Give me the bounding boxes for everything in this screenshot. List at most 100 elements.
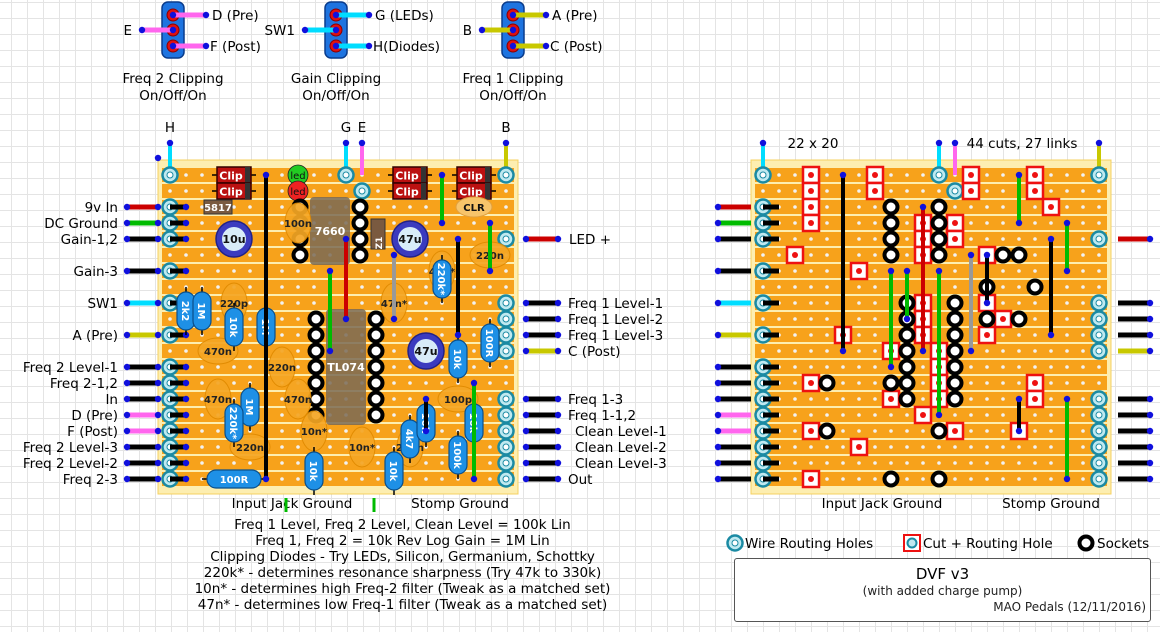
copper-strip	[755, 456, 1107, 470]
pad-dot	[438, 171, 446, 179]
board-hole	[504, 205, 508, 209]
board-hole	[761, 253, 765, 257]
pad-dot	[1063, 219, 1071, 227]
pad-dot	[154, 299, 162, 307]
board-hole	[440, 381, 444, 385]
copper-strip	[755, 280, 1107, 294]
cut-marker-dot	[952, 220, 958, 226]
right-label: Clean Level-2	[575, 440, 667, 456]
board-hole	[280, 429, 284, 433]
board-hole	[809, 253, 813, 257]
pad-dot	[182, 267, 190, 275]
board-hole	[200, 413, 204, 417]
socket-icon	[1077, 534, 1095, 552]
board-hole	[440, 461, 444, 465]
board-hole	[937, 189, 941, 193]
board-hole	[873, 445, 877, 449]
pad-dot	[919, 203, 927, 211]
left-label: F (Post)	[67, 424, 118, 440]
board-hole	[809, 301, 813, 305]
board-hole	[408, 317, 412, 321]
board-hole	[280, 189, 284, 193]
board-hole	[921, 477, 925, 481]
pad-dot	[714, 459, 722, 467]
pad-dot	[390, 315, 398, 323]
board-hole	[873, 397, 877, 401]
board-hole	[921, 189, 925, 193]
pad-dot	[123, 299, 131, 307]
copper-strip	[162, 296, 514, 310]
board-hole	[392, 397, 396, 401]
board-hole	[985, 173, 989, 177]
pad-dot	[262, 171, 270, 179]
board-hole	[488, 285, 492, 289]
cut-marker-dot	[952, 428, 958, 434]
board-hole	[376, 205, 380, 209]
wire-routing-hole-center	[358, 187, 366, 195]
diode-band	[485, 183, 490, 199]
resistor-body	[384, 451, 404, 491]
capacitor-body	[268, 346, 296, 388]
resistor: 10k	[384, 447, 404, 495]
legend-wire-routing-label: Wire Routing Holes	[745, 536, 873, 552]
board-hole	[408, 285, 412, 289]
board-hole	[280, 237, 284, 241]
board-hole	[1033, 205, 1037, 209]
board-hole	[969, 365, 973, 369]
socket-icon	[351, 246, 369, 264]
board-hole	[889, 461, 893, 465]
board-hole	[248, 349, 252, 353]
board-hole	[1017, 333, 1021, 337]
pad-dot	[554, 395, 562, 403]
resistor-body	[224, 403, 244, 443]
pad-dot	[154, 475, 162, 483]
cut-marker-dot	[968, 188, 974, 194]
board-hole	[1001, 301, 1005, 305]
diode-label: Clip	[219, 170, 243, 183]
left-label: Gain-1,2	[61, 232, 118, 248]
diode-band	[485, 167, 490, 183]
board-hole	[937, 445, 941, 449]
socket-icon	[946, 310, 964, 328]
board-hole	[360, 269, 364, 273]
resistor: 100R	[202, 469, 266, 489]
capacitor-value: 10n*	[301, 427, 328, 438]
copper-strip	[755, 264, 1107, 278]
capacitor-value: 470n	[284, 395, 312, 406]
wire-routing-hole-center	[166, 171, 174, 179]
board-hole	[392, 381, 396, 385]
board-hole	[216, 333, 220, 337]
wire-routing-hole-center	[1095, 411, 1103, 419]
board-hole	[905, 173, 909, 177]
wire-routing-hole-center	[1095, 315, 1103, 323]
wire-routing-hole-center	[342, 171, 350, 179]
wire-routing-hole-center	[502, 235, 510, 243]
pad-dot	[509, 11, 517, 19]
board-hole	[408, 397, 412, 401]
board-hole	[440, 365, 444, 369]
board-hole	[841, 429, 845, 433]
board-hole	[168, 285, 172, 289]
capacitor-value: 100n	[284, 219, 312, 230]
board-hole	[1065, 333, 1069, 337]
board-hole	[1017, 237, 1021, 241]
resistor-value: 220k*	[227, 407, 238, 441]
socket-icon	[367, 390, 385, 408]
socket-icon	[882, 374, 900, 392]
clipping-diode: Clip	[388, 182, 432, 200]
board-hole	[793, 349, 797, 353]
board-hole	[921, 445, 925, 449]
ic-label: TL074	[327, 361, 365, 374]
pad-dot	[154, 379, 162, 387]
board-hole	[280, 205, 284, 209]
note-220k: 220k* - determines resonance sharpness (…	[203, 565, 602, 581]
pad-dot	[182, 411, 190, 419]
board-hole	[1033, 237, 1037, 241]
clr-label: CLR	[463, 203, 485, 214]
pad-dot	[154, 203, 162, 211]
legend-sockets-label: Sockets	[1097, 536, 1149, 552]
board-hole	[424, 381, 428, 385]
pad-dot	[759, 139, 767, 147]
pad-dot	[509, 42, 517, 50]
